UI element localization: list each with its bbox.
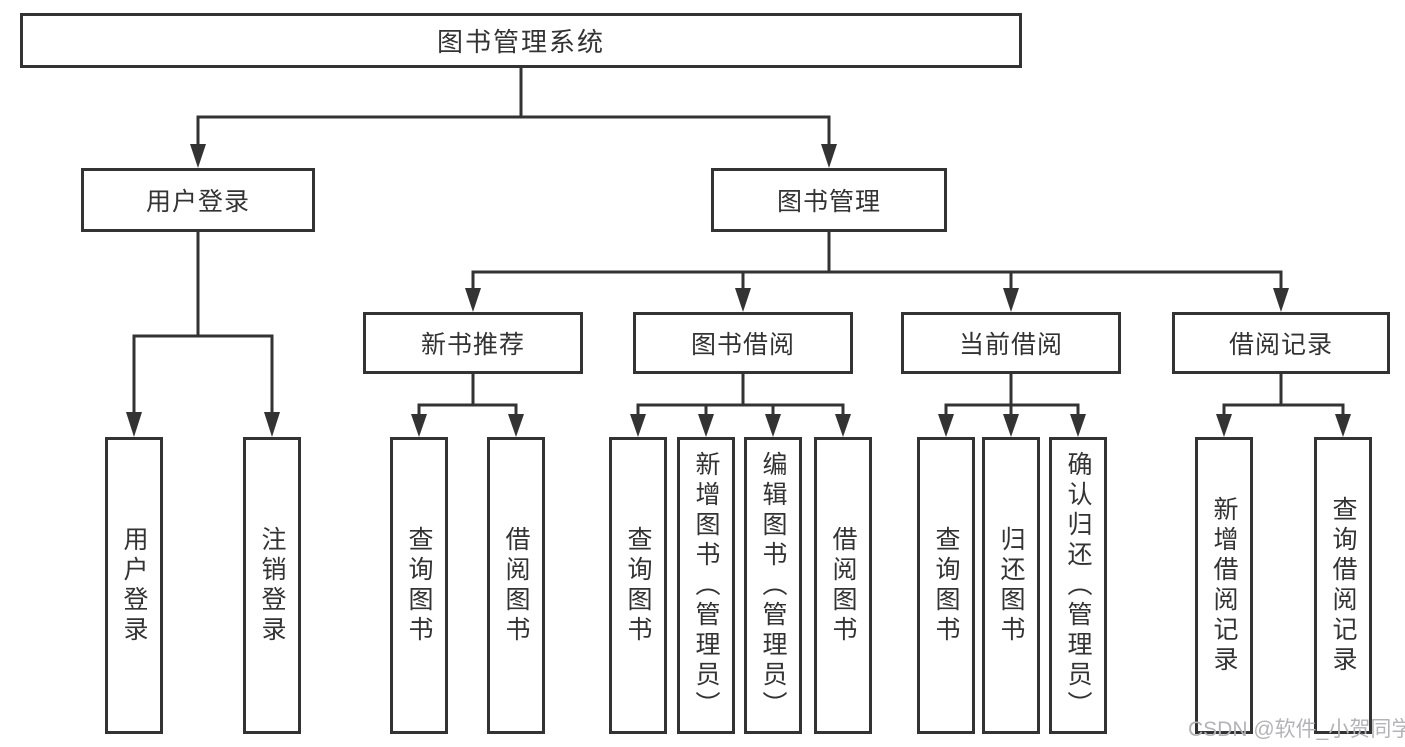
node-current-confirm-return-admin: 确认归还（管理员） (1049, 437, 1107, 734)
arrow-to-borrow-records (1273, 288, 1289, 312)
node-book-mgmt: 图书管理 (711, 168, 947, 232)
arrow-to-logout-leaf (264, 412, 280, 437)
node-root: 图书管理系统 (20, 13, 1022, 68)
node-current-borrow: 当前借阅 (901, 312, 1121, 374)
arrow-bb-leaf3 (765, 414, 781, 437)
arrow-to-new-books (465, 288, 481, 312)
arrow-bb-leaf4 (835, 414, 851, 437)
node-borrow-borrow-books: 借阅图书 (814, 437, 872, 734)
node-borrow-edit-books-admin: 编辑图书（管理员） (744, 437, 802, 734)
arrow-cb-leaf2 (1003, 414, 1019, 437)
node-newbooks-query-books: 查询图书 (390, 437, 448, 734)
arrow-bb-leaf1 (630, 414, 646, 437)
node-newbooks-borrow-books: 借阅图书 (487, 437, 545, 734)
arrow-to-user-login (190, 144, 206, 168)
node-borrow-add-books-admin: 新增图书（管理员） (677, 437, 735, 734)
node-user-login: 用户登录 (81, 168, 315, 232)
arrow-cb-leaf1 (938, 414, 954, 437)
node-current-query-books: 查询图书 (917, 437, 975, 734)
node-borrow-query-books: 查询图书 (609, 437, 667, 734)
arrow-to-current-borrow (1003, 288, 1019, 312)
node-logout-leaf: 注销登录 (243, 437, 301, 734)
arrow-to-book-mgmt (821, 144, 837, 168)
node-borrow-records: 借阅记录 (1172, 312, 1390, 374)
arrow-bb-leaf2 (698, 414, 714, 437)
node-user-login-leaf: 用户登录 (105, 437, 163, 734)
arrow-nb-leaf1 (411, 414, 427, 437)
arrow-nb-leaf2 (508, 414, 524, 437)
node-new-books: 新书推荐 (363, 312, 583, 374)
node-book-borrow: 图书借阅 (633, 312, 853, 374)
arrow-to-book-borrow (735, 288, 751, 312)
arrow-br-leaf1 (1216, 414, 1232, 437)
arrow-br-leaf2 (1335, 414, 1351, 437)
node-current-return-books: 归还图书 (982, 437, 1040, 734)
watermark: CSDN @软件_小贺同学 (1188, 718, 1405, 741)
arrow-cb-leaf3 (1070, 414, 1086, 437)
node-records-add-record: 新增借阅记录 (1195, 437, 1253, 734)
node-records-query-record: 查询借阅记录 (1314, 437, 1372, 734)
arrow-to-login-leaf (126, 412, 142, 437)
